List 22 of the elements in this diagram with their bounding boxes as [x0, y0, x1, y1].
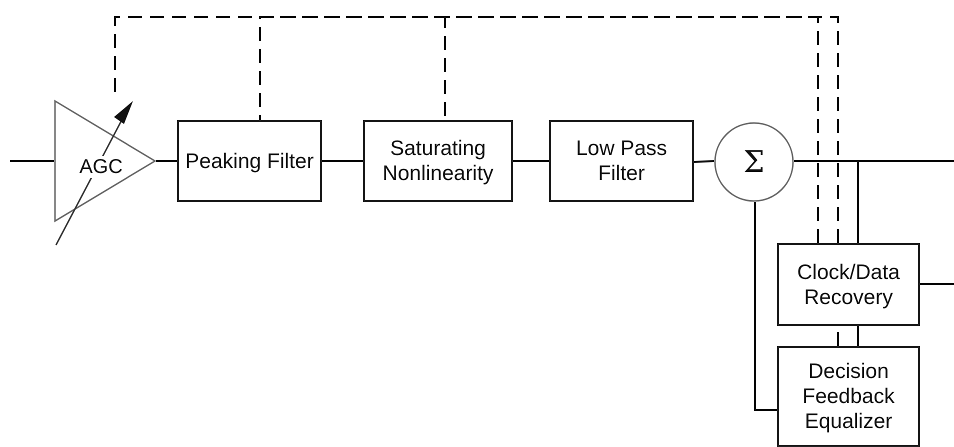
summer-circle	[714, 122, 794, 202]
block-label: Decision Feedback Equalizer	[801, 359, 896, 434]
signal-line	[10, 160, 54, 162]
dashed-control-line	[114, 16, 819, 243]
block-box	[777, 346, 920, 447]
block-label: Peaking Filter	[185, 148, 314, 174]
block-box	[363, 120, 513, 202]
signal-line	[322, 160, 363, 162]
signal-line	[857, 326, 859, 346]
signal-line	[754, 202, 777, 411]
block-label: Clock/Data Recovery	[796, 260, 901, 310]
signal-line	[694, 160, 714, 163]
signal-line	[156, 160, 177, 162]
signal-line	[920, 283, 954, 285]
block-box	[777, 243, 920, 326]
block-label: AGC	[79, 156, 123, 178]
block-box	[549, 120, 694, 202]
block-box	[177, 120, 322, 202]
signal-line	[513, 160, 549, 162]
block-label: Σ	[743, 150, 765, 174]
block-label: Saturating Nonlinearity	[382, 136, 494, 186]
block-label: Low Pass Filter	[574, 136, 668, 186]
